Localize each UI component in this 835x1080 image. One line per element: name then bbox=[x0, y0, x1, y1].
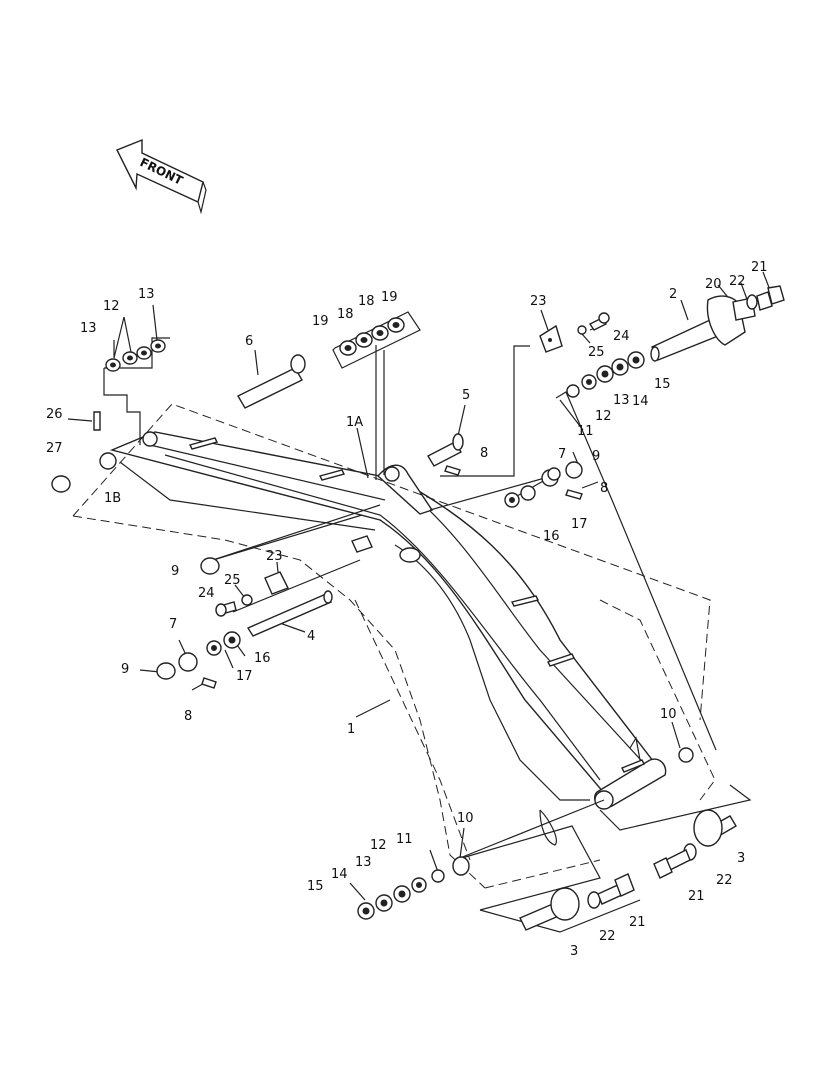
bolt-24-low bbox=[215, 601, 237, 617]
parts bbox=[51, 285, 785, 931]
callout-21: 21 bbox=[751, 260, 768, 275]
callout-labels: 13 12 13 26 27 1B 6 19 18 18 19 1A 5 8 2… bbox=[46, 260, 768, 959]
callout-22: 22 bbox=[716, 873, 733, 888]
callout-9: 9 bbox=[171, 564, 179, 579]
washer-group-bottom-left bbox=[357, 869, 445, 920]
plate-23-mid bbox=[351, 535, 373, 553]
callout-21: 21 bbox=[629, 915, 646, 930]
callout-8: 8 bbox=[600, 481, 608, 496]
callout-17: 17 bbox=[571, 517, 588, 532]
pin-3-bottom bbox=[519, 887, 580, 931]
callout-23: 23 bbox=[266, 549, 283, 564]
washer-group-left-top bbox=[105, 339, 166, 372]
callout-12: 12 bbox=[370, 838, 387, 853]
callout-11: 11 bbox=[577, 424, 594, 439]
washer-group-right-top bbox=[566, 351, 645, 398]
washer-25-low bbox=[241, 594, 253, 606]
callout-2: 2 bbox=[669, 287, 677, 302]
callout-25: 25 bbox=[588, 345, 605, 360]
callout-9: 9 bbox=[592, 449, 600, 464]
callout-10: 10 bbox=[457, 811, 474, 826]
callout-22: 22 bbox=[599, 929, 616, 944]
bolt-21-bottom bbox=[597, 873, 635, 905]
callout-12: 12 bbox=[103, 299, 120, 314]
callout-3: 3 bbox=[737, 851, 745, 866]
callout-8: 8 bbox=[480, 446, 488, 461]
pin-26 bbox=[93, 411, 101, 431]
callout-1: 1 bbox=[347, 722, 355, 737]
callout-7: 7 bbox=[558, 447, 566, 462]
callout-19: 19 bbox=[381, 290, 398, 305]
dowel-8-right bbox=[565, 489, 583, 500]
bushing-7-right bbox=[547, 467, 561, 481]
pin-4 bbox=[246, 590, 333, 637]
callout-25: 25 bbox=[224, 573, 241, 588]
callout-18: 18 bbox=[358, 294, 375, 309]
washer-25-top bbox=[577, 325, 587, 335]
bolt-21-top bbox=[756, 285, 785, 311]
bushing-10-right bbox=[678, 747, 694, 763]
callout-26: 26 bbox=[46, 407, 63, 422]
callout-11: 11 bbox=[396, 832, 413, 847]
callout-3: 3 bbox=[570, 944, 578, 959]
callout-24: 24 bbox=[613, 329, 630, 344]
callout-1a: 1A bbox=[346, 415, 363, 430]
callout-15: 15 bbox=[307, 879, 324, 894]
callout-17: 17 bbox=[236, 669, 253, 684]
bolt-21-right bbox=[653, 849, 691, 879]
bushing-10-lower bbox=[452, 856, 470, 876]
dowel-8 bbox=[444, 465, 461, 476]
callout-4: 4 bbox=[307, 629, 315, 644]
callout-27: 27 bbox=[46, 441, 63, 456]
plate-23-low bbox=[264, 571, 289, 595]
dowel-8-left bbox=[201, 677, 217, 689]
bolt-24-top bbox=[588, 312, 610, 331]
callout-22: 22 bbox=[729, 274, 746, 289]
dashed-reference-lines bbox=[72, 403, 716, 889]
callout-24: 24 bbox=[198, 586, 215, 601]
boom-arm bbox=[99, 431, 667, 846]
callout-16: 16 bbox=[254, 651, 271, 666]
callout-14: 14 bbox=[632, 394, 649, 409]
bushing-27 bbox=[51, 475, 71, 493]
callout-9: 9 bbox=[121, 662, 129, 677]
callout-13: 13 bbox=[80, 321, 97, 336]
callout-15: 15 bbox=[654, 377, 671, 392]
callout-18: 18 bbox=[337, 307, 354, 322]
callout-13: 13 bbox=[355, 855, 372, 870]
leader-lines bbox=[67, 271, 771, 933]
pin-3-right bbox=[693, 809, 737, 847]
ring-9-lower-left bbox=[156, 662, 176, 680]
callout-23: 23 bbox=[530, 294, 547, 309]
callout-14: 14 bbox=[331, 867, 348, 882]
ring-9-left bbox=[200, 557, 220, 575]
callout-8: 8 bbox=[184, 709, 192, 724]
washer-22-top bbox=[746, 294, 758, 310]
callout-6: 6 bbox=[245, 334, 253, 349]
callout-21: 21 bbox=[688, 889, 705, 904]
callout-16: 16 bbox=[543, 529, 560, 544]
callout-5: 5 bbox=[462, 388, 470, 403]
pin-2 bbox=[650, 295, 746, 362]
washer-group-top-mid bbox=[339, 317, 405, 356]
front-arrow-icon: FRONT bbox=[116, 138, 207, 215]
callout-10: 10 bbox=[660, 707, 677, 722]
callout-7: 7 bbox=[169, 617, 177, 632]
pin-5 bbox=[427, 433, 464, 467]
callout-1b: 1B bbox=[104, 491, 121, 506]
ring-9-right bbox=[565, 461, 583, 479]
pin-6 bbox=[237, 354, 306, 409]
callout-13: 13 bbox=[138, 287, 155, 302]
callout-12: 12 bbox=[595, 409, 612, 424]
bushing-7-left bbox=[178, 652, 198, 672]
callout-13: 13 bbox=[613, 393, 630, 408]
callout-19: 19 bbox=[312, 314, 329, 329]
callout-20: 20 bbox=[705, 277, 722, 292]
